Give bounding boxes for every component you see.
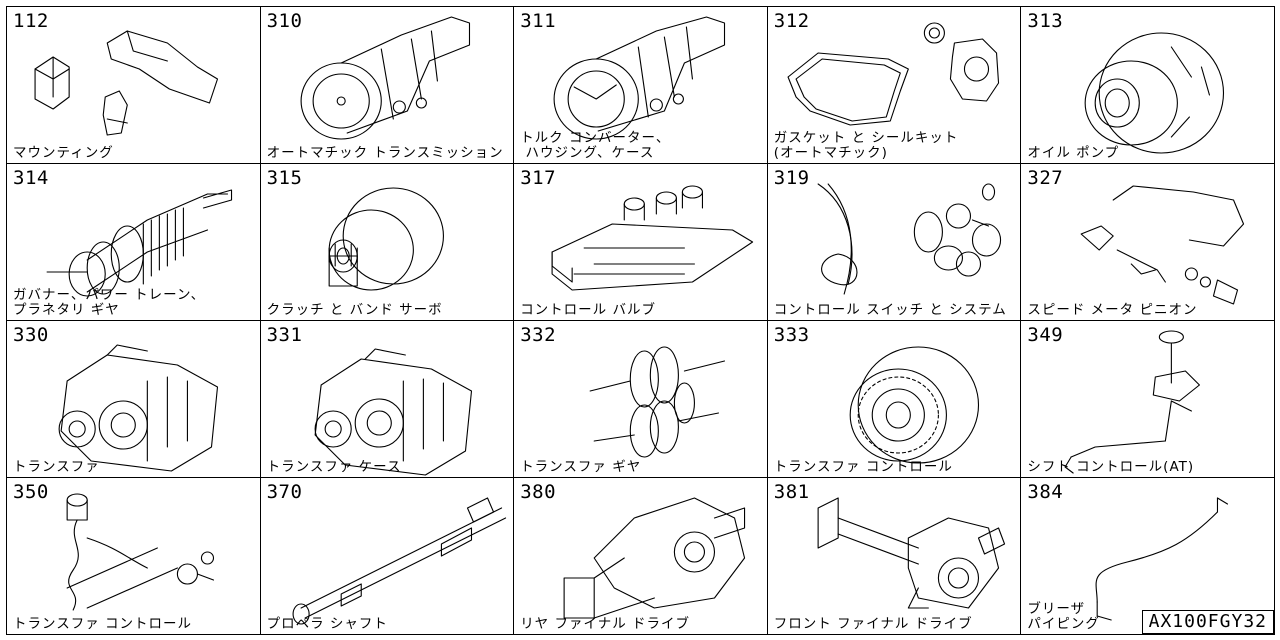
part-label: オートマチック トランスミッション [266,145,504,161]
part-code: 327 [1027,167,1064,189]
part-code: 312 [773,10,810,32]
part-label: トランスファ コントロール [13,616,193,632]
rear-final-drive-icon [563,497,746,619]
speedometer-pinion-icon [1080,185,1245,305]
part-code: 310 [266,10,303,32]
part-label: クラッチ と バンド サーボ [266,302,443,318]
part-cell-370[interactable]: 370 プロペラ シャフト [260,478,515,635]
transfer-control-icon [849,346,979,464]
part-cell-310[interactable]: 310 オートマチック トランスミッション [260,7,515,164]
part-code: 370 [266,481,303,503]
part-code: 332 [520,324,557,346]
shift-control-icon [1064,330,1201,474]
gasket-seal-kit-icon [787,22,999,126]
torque-converter-housing-icon [553,16,726,140]
transfer-control-harness-icon [66,493,215,611]
control-valve-icon [551,185,754,291]
part-cell-332[interactable]: 332 トランスファ ギヤ [514,321,768,478]
part-code: 313 [1027,10,1064,32]
part-cell-327[interactable]: 327 スピード メータ ピニオン [1021,164,1275,321]
transfer-icon [58,344,219,472]
part-cell-319[interactable]: 319 コントロール スイッチ と システム [767,164,1022,321]
part-cell-315[interactable]: 315 クラッチ と バンド サーボ [260,164,515,321]
part-cell-380[interactable]: 380 リヤ ファイナル ドライブ [514,478,768,635]
part-label: マウンティング [13,145,114,161]
part-label: トランスファ コントロール [773,459,953,475]
part-label: コントロール バルブ [520,302,656,318]
part-label: リヤ ファイナル ドライブ [520,616,690,632]
part-cell-349[interactable]: 349 シフト コントロール(AT) [1021,321,1275,478]
oil-pump-icon [1084,32,1225,154]
part-label: オイル ポンプ [1027,145,1120,161]
part-code: 349 [1027,324,1064,346]
automatic-transmission-icon [300,16,470,140]
part-code: 314 [13,167,49,189]
part-label: トランスファ ギヤ [520,459,642,475]
part-cell-331[interactable]: 331 トランスファ ケース [260,321,515,478]
transfer-gear-icon [589,346,726,458]
part-label: シフト コントロール(AT) [1027,459,1195,475]
part-label: フロント ファイナル ドライブ [773,616,973,632]
part-cell-314[interactable]: 314 ガバナー、パワー トレーン、 プラネタリ ギヤ [7,164,261,321]
part-label: プロペラ シャフト [266,616,388,632]
propeller-shaft-icon [292,497,506,625]
part-label: トランスファ [13,459,100,475]
part-code: 333 [773,324,810,346]
part-code: 317 [520,167,557,189]
part-label: トランスファ ケース [266,459,402,475]
part-cell-311[interactable]: 311 トルク コンバーター、 ハウジング、ケース [514,7,768,164]
part-code: 331 [266,324,303,346]
governor-planetary-gear-icon [46,189,233,297]
part-label: スピード メータ ピニオン [1027,302,1198,318]
part-label: ブリーザ パイピング [1027,601,1100,632]
part-cell-312[interactable]: 312 ガスケット と シールキット (オートマチック) [767,7,1022,164]
part-cell-330[interactable]: 330 トランスファ [7,321,261,478]
part-cell-384[interactable]: 384 ブリーザ パイピング [1021,478,1275,635]
part-label: コントロール スイッチ と システム [773,302,1007,318]
part-cell-333[interactable]: 333 トランスファ コントロール [767,321,1022,478]
clutch-band-servo-icon [328,187,444,291]
parts-grid: 112 マウンティング 310 オートマチック トランスミッション 311 トルク コンバ… [6,6,1275,635]
part-code: 330 [13,324,49,346]
front-final-drive-icon [817,497,1005,609]
breather-piping-icon [1095,497,1229,621]
part-code: 384 [1027,481,1064,503]
part-cell-317[interactable]: 317 コントロール バルブ [514,164,768,321]
diagram-code: AX100FGY32 [1141,610,1274,634]
control-switch-system-icon [817,183,1001,295]
part-cell-313[interactable]: 313 オイル ポンプ [1021,7,1275,164]
part-code: 381 [773,481,810,503]
part-code: 112 [13,10,49,32]
part-code: 315 [266,167,303,189]
part-label: トルク コンバーター、 ハウジング、ケース [520,130,671,161]
transfer-case-icon [314,348,472,476]
part-label: ガスケット と シールキット (オートマチック) [773,130,959,161]
part-code: 380 [520,481,557,503]
part-cell-381[interactable]: 381 フロント ファイナル ドライブ [767,478,1022,635]
mounting-brackets-icon [34,30,219,136]
part-label: ガバナー、パワー トレーン、 プラネタリ ギヤ [13,287,206,318]
part-code: 319 [773,167,810,189]
part-cell-350[interactable]: 350 トランスファ コントロール [7,478,261,635]
part-code: 311 [520,10,557,32]
part-code: 350 [13,481,49,503]
part-cell-112[interactable]: 112 マウンティング [7,7,261,164]
